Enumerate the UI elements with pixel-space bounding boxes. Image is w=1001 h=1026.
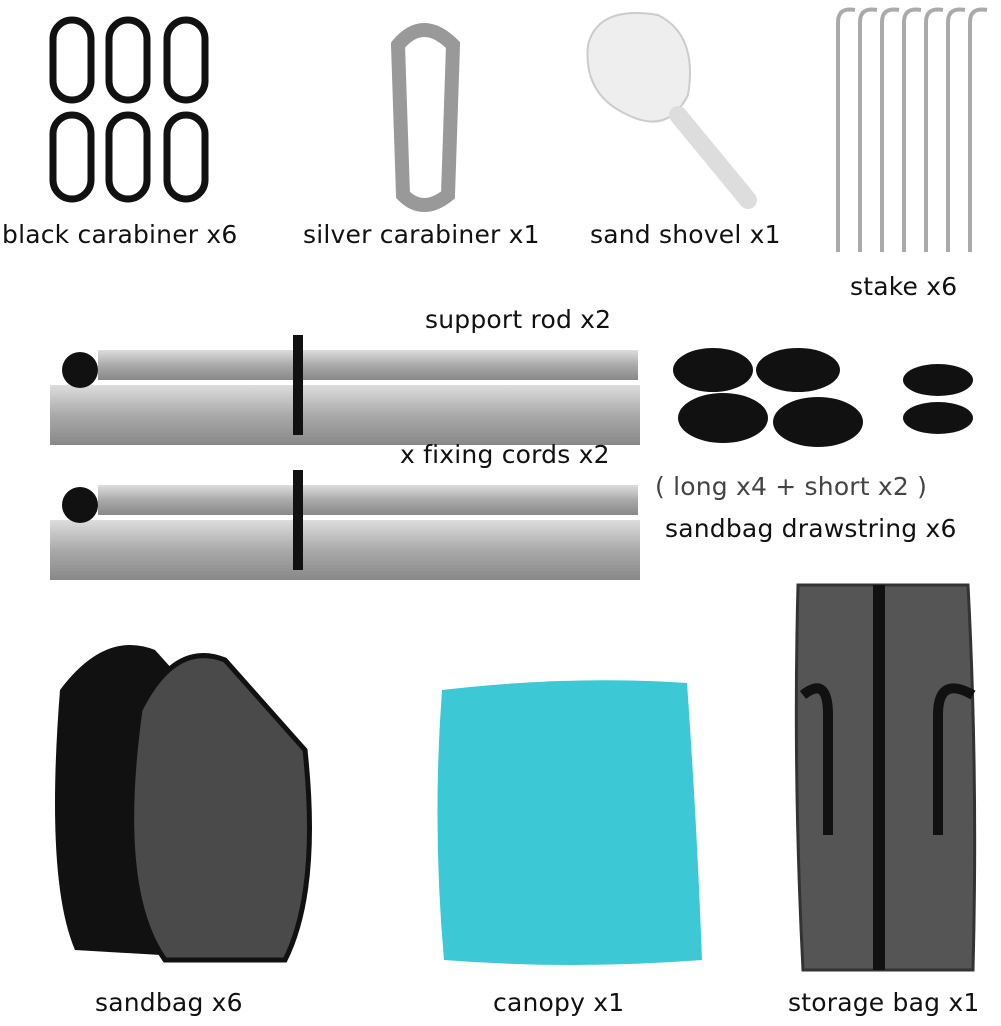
stake-label: stake x6	[850, 272, 958, 301]
silver-carabiner-image	[390, 23, 461, 212]
fixing-cords-label: x fixing cords x2	[400, 440, 610, 469]
canopy-label: canopy x1	[493, 988, 625, 1017]
storage-bag-label: storage bag x1	[788, 988, 980, 1017]
sandbags-image	[55, 645, 312, 963]
sand-shovel-image	[586, 12, 757, 209]
stakes-image	[836, 7, 988, 252]
drawstring-detail-label: ( long x4 + short x2 )	[655, 472, 928, 501]
sandbag-label: sandbag x6	[95, 988, 243, 1017]
sandbag-drawstrings-image	[673, 348, 973, 447]
storage-bag-image	[794, 583, 977, 972]
sand-shovel-label: sand shovel x1	[590, 220, 781, 249]
silver-carabiner-label: silver carabiner x1	[303, 220, 540, 249]
support-rod-label: support rod x2	[425, 305, 612, 334]
black-carabiners-image	[49, 16, 209, 203]
sandbag-drawstring-label: sandbag drawstring x6	[665, 514, 957, 543]
canopy-image	[437, 680, 702, 965]
black-carabiner-label: black carabiner x6	[2, 220, 238, 249]
support-rods-image	[50, 335, 640, 580]
